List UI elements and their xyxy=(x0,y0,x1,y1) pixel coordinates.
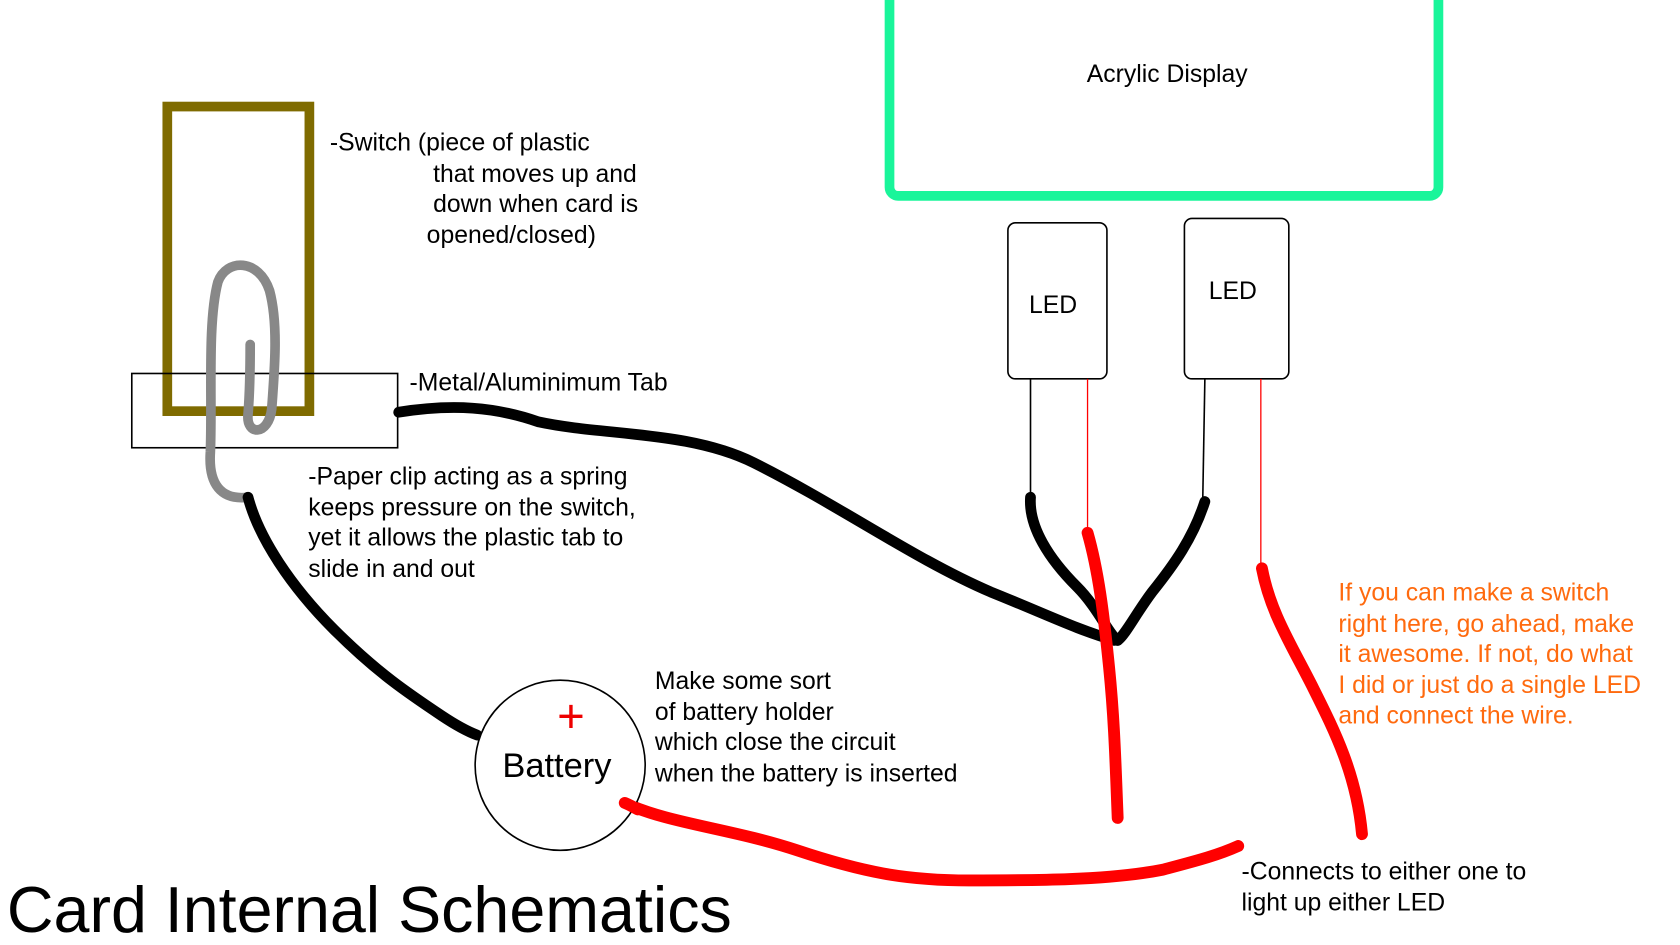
battery xyxy=(474,679,646,852)
acrylic-display xyxy=(884,0,1444,201)
switch-plastic xyxy=(162,101,315,416)
led-left xyxy=(1007,221,1108,380)
battery-label: Battery xyxy=(502,747,612,785)
switch-note: -Switch (piece of plastic that moves up … xyxy=(330,130,645,250)
wire-battery-pos-stub xyxy=(618,797,644,816)
wire-led-right-neg xyxy=(1112,496,1211,646)
battery-polarity: + xyxy=(557,690,585,743)
wire-battery-pos xyxy=(618,797,1245,887)
diagram-title: Card Internal Schematics xyxy=(7,874,732,945)
switch-suggestion-note: If you can make a switch right here, go … xyxy=(1338,580,1648,730)
display-label: Acrylic Display xyxy=(1087,61,1249,88)
led-right-label: LED xyxy=(1209,278,1257,305)
led-right xyxy=(1183,217,1290,380)
led-right-neg-lead xyxy=(1201,378,1206,502)
tab-note: -Metal/Aluminimum Tab xyxy=(409,370,667,397)
wire-led-left-pos xyxy=(1081,526,1124,824)
battery-holder-note: Make some sort of battery holder which c… xyxy=(654,668,958,788)
wire-led-right-pos xyxy=(1255,562,1368,841)
clip-note: -Paper clip acting as a spring keeps pre… xyxy=(308,463,642,583)
wire-tab-to-junction xyxy=(393,402,1120,646)
paper-clip xyxy=(205,260,280,503)
wire-clip-to-battery xyxy=(242,491,483,741)
connect-note: -Connects to either one to light up eith… xyxy=(1241,858,1533,916)
led-left-label: LED xyxy=(1029,292,1077,319)
